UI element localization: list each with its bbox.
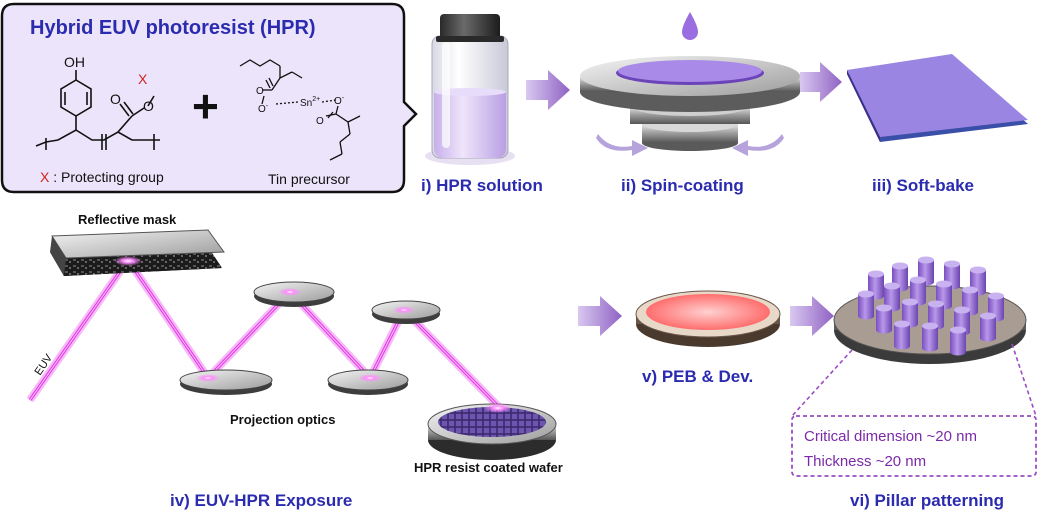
step-1-label: i) HPR solution bbox=[421, 176, 543, 195]
mirror-3 bbox=[327, 369, 409, 395]
polymer-x: X bbox=[138, 71, 148, 87]
pillar-wafer bbox=[833, 256, 1027, 364]
step-5-label: v) PEB & Dev. bbox=[642, 367, 753, 386]
polymer-ester-o: O bbox=[110, 91, 121, 107]
polymer-structure bbox=[35, 70, 160, 150]
spin-coater bbox=[580, 12, 800, 156]
euv-exposure: Reflective mask EUV Projection optics bbox=[26, 212, 563, 475]
tin-o-right: O- bbox=[334, 95, 345, 107]
soft-bake-film bbox=[847, 54, 1028, 142]
tin-sn: Sn2+ bbox=[300, 96, 320, 109]
projection-optics-label: Projection optics bbox=[230, 412, 335, 427]
resist-wafer bbox=[427, 403, 557, 460]
droplet-icon bbox=[682, 12, 698, 40]
step-3-label: iii) Soft-bake bbox=[872, 176, 974, 195]
pillar-array bbox=[858, 256, 1004, 356]
tin-o-left: O- bbox=[258, 103, 269, 115]
pillar-note-line2: Thickness ~20 nm bbox=[804, 453, 926, 470]
rotate-arrow-right-icon bbox=[732, 134, 784, 156]
mirror-4 bbox=[371, 300, 441, 324]
resist-wafer-label: HPR resist coated wafer bbox=[414, 460, 563, 475]
pillar bbox=[922, 322, 938, 352]
pillar-note-line1: Critical dimension ~20 nm bbox=[804, 428, 977, 445]
pillar bbox=[876, 304, 892, 334]
arrow-2 bbox=[800, 62, 842, 102]
polymer-ester-o2: O bbox=[143, 98, 154, 114]
plus-sign: + bbox=[192, 80, 219, 132]
step-2-label: ii) Spin-coating bbox=[621, 176, 744, 195]
pillar bbox=[858, 290, 874, 320]
step-6-label: vi) Pillar patterning bbox=[850, 491, 1004, 510]
pillar bbox=[950, 326, 966, 356]
step-4-label: iv) EUV-HPR Exposure bbox=[170, 491, 352, 510]
mirror-2 bbox=[253, 281, 335, 307]
reflective-mask bbox=[50, 229, 225, 276]
tin-o-bottom: O bbox=[316, 116, 324, 127]
tin-label: Tin precursor bbox=[268, 171, 350, 187]
arrow-1 bbox=[526, 70, 570, 110]
hpr-box: Hybrid EUV photoresist (HPR) OH O O X X … bbox=[0, 2, 418, 194]
arrow-3 bbox=[578, 296, 622, 336]
polymer-legend: X : Protecting group bbox=[40, 169, 164, 185]
peb-wafer bbox=[635, 290, 781, 347]
polymer-oh: OH bbox=[64, 54, 85, 70]
arrow-4 bbox=[790, 296, 834, 336]
tin-precursor-structure bbox=[239, 59, 361, 161]
pillar bbox=[894, 320, 910, 350]
mirror-1 bbox=[179, 369, 273, 395]
pillar-note-box bbox=[791, 415, 1037, 477]
rotate-arrow-left-icon bbox=[596, 134, 648, 156]
tin-o-top: O bbox=[256, 86, 264, 97]
hpr-solution-vial bbox=[425, 14, 515, 165]
hpr-box-title: Hybrid EUV photoresist (HPR) bbox=[30, 17, 316, 39]
pillar bbox=[980, 312, 996, 342]
pillar-callout-lines bbox=[791, 343, 1037, 417]
reflective-mask-label: Reflective mask bbox=[78, 212, 177, 227]
